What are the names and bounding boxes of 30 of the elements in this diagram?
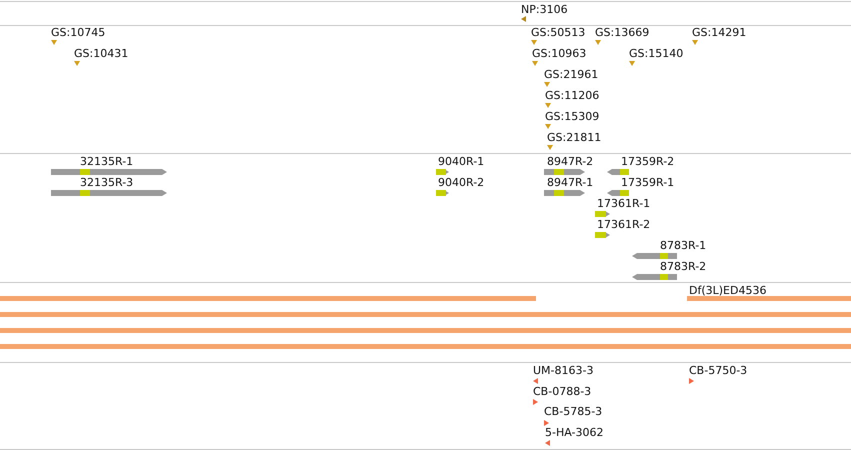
feature-label: GS:14291 <box>692 26 746 39</box>
deficiency-label: Df(3L)ED4536 <box>689 284 766 297</box>
feature-label: CB-0788-3 <box>533 385 592 398</box>
transcript-label: 8783R-1 <box>660 239 706 252</box>
transcript-label: 32135R-3 <box>80 176 134 189</box>
feature-label: GS:10963 <box>532 47 586 60</box>
transcript-label: 17359R-1 <box>621 176 674 189</box>
feature-label: GS:15140 <box>629 47 684 60</box>
transcript-label: 8947R-2 <box>547 155 594 168</box>
feature-label: UM-8163-3 <box>533 364 594 377</box>
transcript-label: 17361R-2 <box>597 218 650 231</box>
feature-label: 5-HA-3062 <box>545 426 604 439</box>
feature-label: GS:21961 <box>544 68 598 81</box>
transcript-label: 8947R-1 <box>547 176 594 189</box>
transcript-label: 32135R-1 <box>80 155 134 168</box>
feature-label: GS:21811 <box>547 131 602 144</box>
feature-label: GS:13669 <box>595 26 650 39</box>
transcript-label: 17359R-2 <box>621 155 674 168</box>
feature-label: GS:10745 <box>51 26 106 39</box>
transcript-label: 8783R-2 <box>660 260 706 273</box>
feature-label: GS:50513 <box>531 26 586 39</box>
feature-label: NP:3106 <box>521 3 568 16</box>
feature-label: CB-5785-3 <box>544 405 602 418</box>
feature-label: GS:15309 <box>545 110 600 123</box>
feature-label: GS:11206 <box>545 89 600 102</box>
transcript-label: 17361R-1 <box>597 197 650 210</box>
transcript-label: 9040R-1 <box>438 155 484 168</box>
transcript-label: 9040R-2 <box>438 176 484 189</box>
feature-label: GS:10431 <box>74 47 128 60</box>
feature-label: CB-5750-3 <box>689 364 748 377</box>
